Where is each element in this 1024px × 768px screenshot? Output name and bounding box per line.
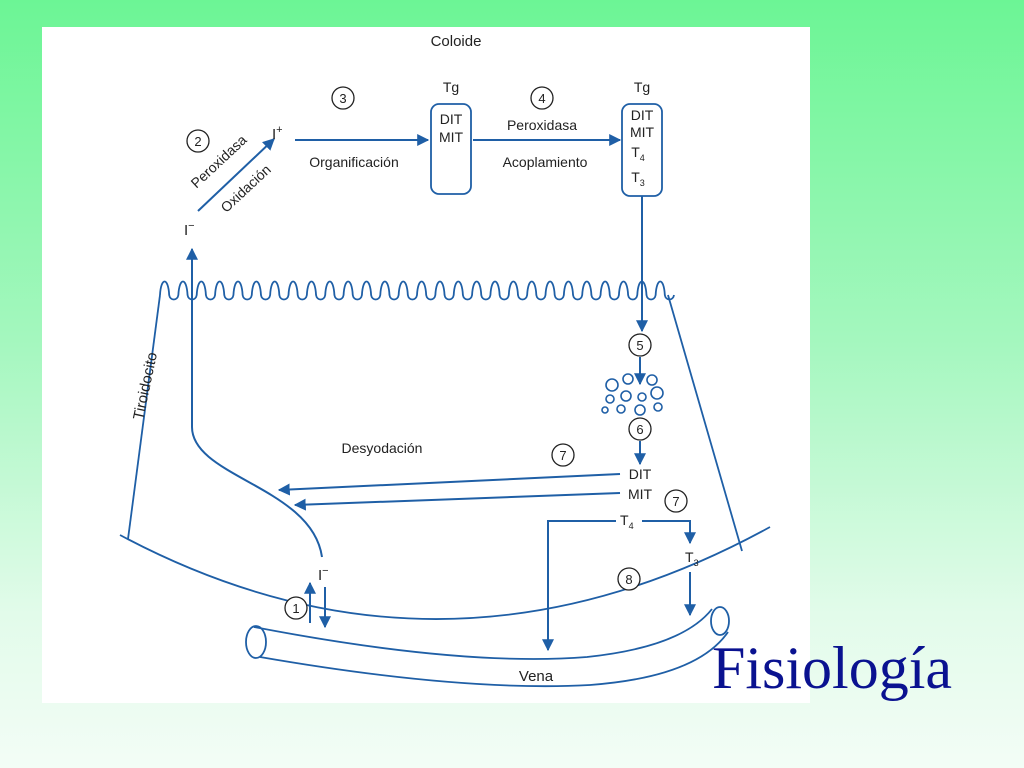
mit-deiodination-arrow	[293, 492, 621, 511]
organification-label: Organificación	[309, 154, 399, 170]
apical-membrane	[159, 280, 675, 301]
step-2-marker	[186, 129, 210, 153]
step-7-marker-lower	[664, 489, 688, 513]
step-8-marker	[617, 567, 641, 591]
thyroglobulin-box-1	[430, 103, 472, 195]
vein-tube-bottom	[259, 631, 729, 688]
iodide-transport-path	[186, 247, 323, 558]
iodide-basal-label: I−	[318, 565, 329, 584]
tg-label-2: Tg	[634, 79, 650, 95]
dit-released-label: DIT	[629, 466, 652, 482]
thyrocyte-label: Tiroidocito	[130, 351, 161, 422]
iodine-label: I+	[272, 124, 283, 143]
t3-released-label: T3	[685, 549, 699, 568]
deiodination-label: Desyodación	[342, 440, 423, 456]
step-6-marker	[628, 417, 652, 441]
peroxidase-label-2: Peroxidasa	[507, 117, 577, 133]
thyroid-hormone-synthesis-diagram: Coloide Vena Tiroidocito 1 I− I− Peroxid…	[42, 27, 810, 703]
iodide-apical-label: I−	[184, 220, 195, 239]
slide-title: Fisiología	[712, 635, 953, 701]
dit-deiodination-arrow	[277, 473, 621, 496]
step-5-number: 5	[636, 338, 643, 353]
step-6-number: 6	[636, 422, 643, 437]
step-4-marker	[530, 86, 554, 110]
oxidation-label: Oxidación	[217, 161, 273, 215]
mit-label-1: MIT	[439, 129, 464, 145]
cell-wall-left	[127, 294, 161, 540]
vein-tube-top	[253, 608, 713, 660]
step-5-marker	[628, 333, 652, 357]
step-1-number: 1	[292, 601, 299, 616]
step-7-number-upper: 7	[559, 448, 566, 463]
step-3-marker	[331, 86, 355, 110]
step-4-number: 4	[538, 91, 545, 106]
cell-wall-right	[667, 294, 743, 552]
step-7-number-lower: 7	[672, 494, 679, 509]
vein-label: Vena	[519, 668, 554, 685]
vein-end-left	[245, 625, 267, 659]
t3-label-box: T3	[631, 169, 645, 188]
colloid-droplets	[601, 373, 664, 416]
dit-label-1: DIT	[440, 111, 463, 127]
t4-label-box: T4	[631, 144, 645, 163]
oxidation-arrow	[197, 138, 275, 212]
tg-label-1: Tg	[443, 79, 459, 95]
basal-membrane	[119, 526, 771, 620]
dit-label-2: DIT	[631, 107, 654, 123]
t4-to-vein-arrow	[542, 520, 616, 652]
step-7-marker-upper	[551, 443, 575, 467]
step-3-number: 3	[339, 91, 346, 106]
t4-released-label: T4	[620, 512, 634, 531]
vein-end-right	[710, 606, 730, 636]
t4-to-t3-arrow	[642, 520, 696, 545]
colloid-label: Coloide	[431, 33, 482, 50]
coupling-label: Acoplamiento	[503, 154, 588, 170]
step-8-number: 8	[625, 572, 632, 587]
mit-released-label: MIT	[628, 486, 653, 502]
step-2-number: 2	[194, 134, 201, 149]
step-1-marker	[284, 596, 308, 620]
mit-label-2: MIT	[630, 124, 655, 140]
